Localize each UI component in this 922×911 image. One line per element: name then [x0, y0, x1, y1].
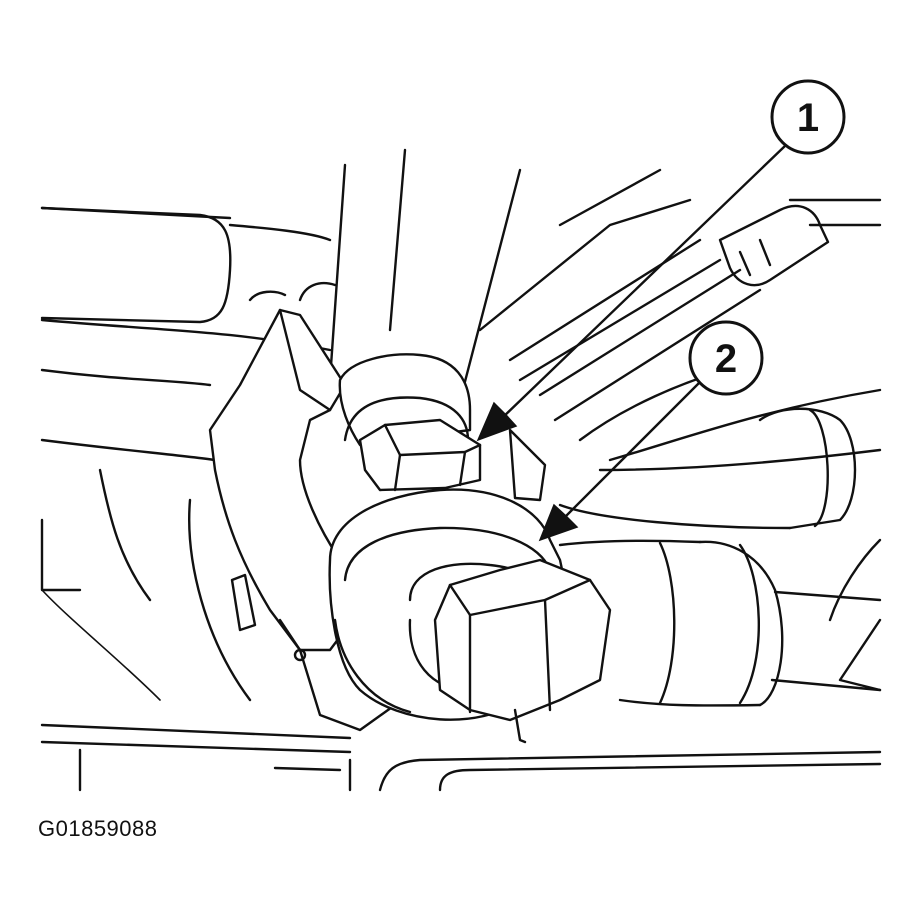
right-hose-upper — [558, 407, 857, 530]
callout-1: 1 — [770, 79, 846, 155]
figure-id-label: G01859088 — [38, 816, 158, 841]
callout-number-2: 2 — [715, 337, 737, 381]
bracket — [208, 308, 397, 732]
background-structure — [40, 206, 882, 792]
callout-arrow-2 — [538, 380, 702, 542]
vertical-rod — [328, 148, 522, 422]
callout-2: 2 — [688, 320, 764, 396]
upper-hose — [40, 206, 337, 324]
callout-arrow-1 — [476, 143, 788, 442]
callout-number-1: 1 — [797, 96, 819, 140]
nut-1 — [338, 353, 547, 502]
nut-2 — [433, 558, 612, 744]
upper-right-structure — [478, 168, 882, 472]
right-hose-lower — [558, 539, 882, 707]
